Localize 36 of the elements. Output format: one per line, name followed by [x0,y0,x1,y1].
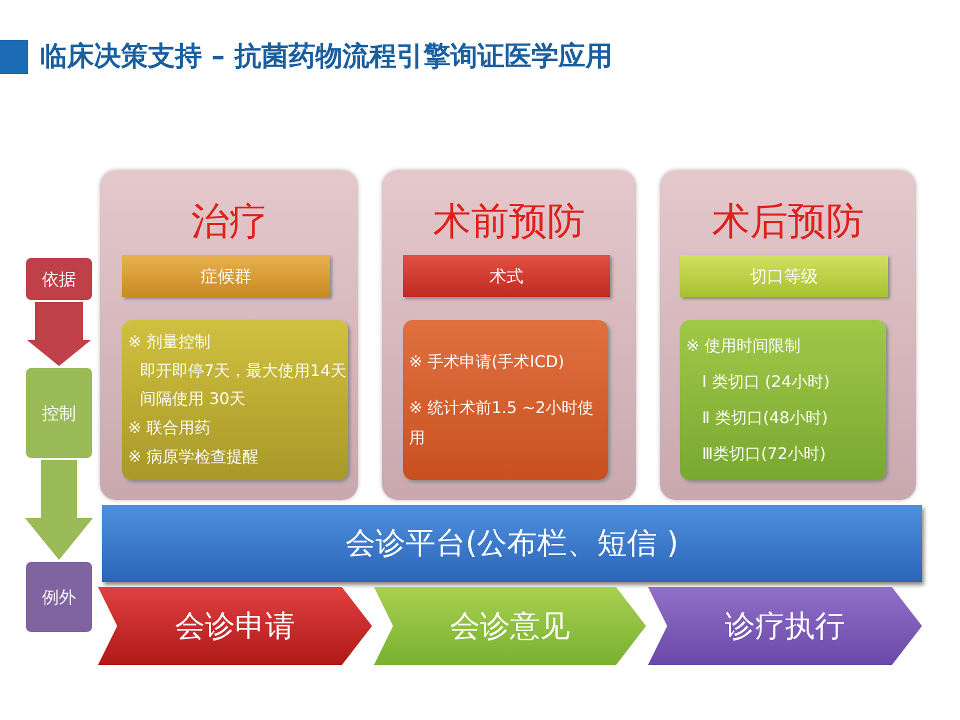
node-text: 症候群 [200,266,252,288]
rule-text: ※ 使用时间限制 [686,336,802,356]
criterion-box [403,255,610,297]
rule-text: ※ 手术申请(手术ICD) [409,351,566,373]
rule-text: ※ 联合用药 [128,418,212,440]
panel-title: 术后预防 [711,198,865,245]
node-text: 依据 [42,268,76,290]
step-box [26,368,92,458]
node-text: 会诊申请 [175,608,295,646]
step-box [26,562,92,632]
rule-text: ※ 剂量控制 [128,332,212,353]
rule-text: Ⅰ 类切口 (24小时) [701,372,831,392]
category-panel [100,170,358,500]
node-text: 诊疗执行 [725,608,845,646]
node-text: 会诊意见 [450,608,570,646]
rule-text: ※ 统计术前1.5 ~2小时使用 [409,397,595,449]
node-text: 术式 [490,266,524,288]
block-arrow [25,460,93,560]
panel-title: 治疗 [190,198,268,245]
category-panel [660,170,916,500]
rule-text: Ⅱ 类切口(48小时) [701,408,829,428]
step-box [26,258,92,300]
node-text: 例外 [42,586,76,608]
rule-text: Ⅲ类切口(72小时) [701,444,827,464]
node-text: 切口等级 [750,266,818,288]
panel-title: 术前预防 [432,198,586,245]
platform-banner [102,505,922,582]
category-panel [382,170,636,500]
title: 临床决策支持 – 抗菌药物流程引擎询证医学应用 [40,40,612,74]
node-text: 控制 [42,402,76,424]
node-text: 会诊平台(公布栏、短信 ) [346,525,678,563]
rule-text: ※ 病原学检查提醒 [128,447,260,468]
block-arrow [27,302,91,366]
criterion-box [122,255,330,297]
criterion-box [680,255,888,297]
rule-text: 间隔使用 30天 [139,389,246,410]
